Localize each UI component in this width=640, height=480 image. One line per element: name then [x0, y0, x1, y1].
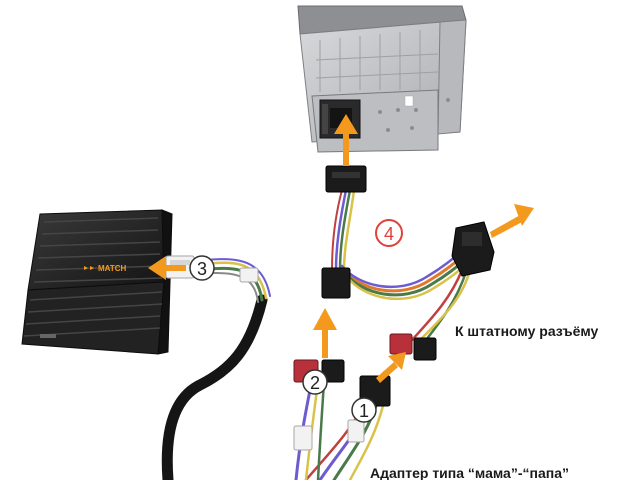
arrow-to-amp: [148, 256, 186, 280]
marker-1-text: 1: [359, 401, 369, 421]
amp-logo: MATCH: [84, 264, 127, 273]
adapter-label: Адаптер типа “мама”-“папа”: [370, 465, 569, 480]
marker-1: 1: [351, 397, 377, 423]
plug-black-small: [413, 337, 437, 361]
marker-4: 4: [375, 219, 403, 247]
marker-2: 2: [302, 369, 328, 395]
amp-logo-text: MATCH: [98, 264, 127, 273]
plug-red-small: [389, 333, 413, 355]
marker-4-text: 4: [384, 224, 394, 244]
harness-plug-white-2: [347, 419, 365, 443]
arrows: [148, 114, 534, 383]
head-unit-plug: [325, 165, 367, 193]
plug-mid: [321, 267, 351, 299]
plug-right-big: [451, 221, 495, 277]
stock-connector-label: К штатному разъёму: [455, 323, 599, 339]
arrow-up-from-1: [376, 352, 406, 383]
amplifier: MATCH: [21, 209, 173, 355]
arrow-to-stock-connector: [490, 204, 534, 238]
number-markers: 4 3 2 1: [189, 219, 403, 423]
arrow-up-head-unit: [334, 114, 358, 166]
cables: [161, 188, 476, 480]
marker-3-text: 3: [197, 259, 207, 279]
harness-plug-white-3: [239, 267, 259, 283]
marker-2-text: 2: [310, 373, 320, 393]
arrow-up-from-2: [313, 308, 337, 358]
connectors: [165, 165, 495, 451]
harness-plug-white-1: [293, 425, 313, 451]
head-unit: [297, 5, 467, 153]
marker-3: 3: [189, 255, 215, 281]
plug-2-black: [321, 359, 345, 383]
